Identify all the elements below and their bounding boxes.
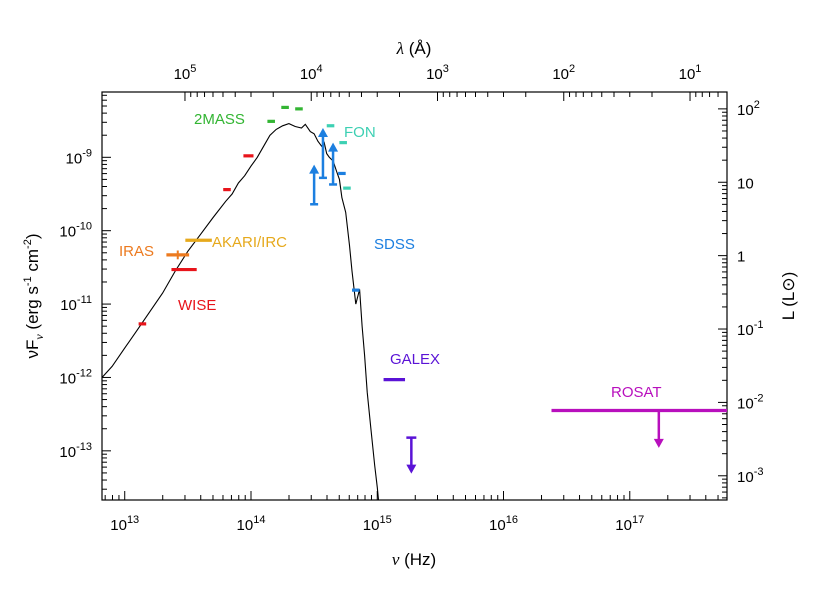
x-tick-label: 1016 xyxy=(489,514,518,534)
label-iras: IRAS xyxy=(119,243,154,260)
model-sed-curve xyxy=(101,123,380,501)
upper-limit-arrowhead xyxy=(406,464,417,474)
series-rosat xyxy=(551,408,727,448)
x-tick-label: 1015 xyxy=(363,514,392,534)
top-axis-label: λ (Å) xyxy=(396,39,432,58)
y-tick-label: 10-13 xyxy=(59,441,92,461)
x-axis-label: ν (Hz) xyxy=(392,550,436,569)
top-tick-label: 103 xyxy=(426,63,449,83)
series-galex xyxy=(383,378,417,474)
label-fon: FON xyxy=(344,124,376,141)
label-sdss: SDSS xyxy=(374,236,415,253)
top-tick-label: 105 xyxy=(174,63,197,83)
top-tick-label: 102 xyxy=(552,63,575,83)
series-iras xyxy=(166,250,190,260)
top-tick-label: 101 xyxy=(679,63,702,83)
x-tick-label: 1013 xyxy=(110,514,139,534)
x-tick-label: 1014 xyxy=(237,514,266,534)
upper-limit-arrowhead xyxy=(653,438,664,448)
series-fon xyxy=(326,124,351,190)
right-axis-label: L (L⊙) xyxy=(779,272,798,321)
series-wise xyxy=(138,154,254,326)
lower-limit-arrowhead xyxy=(317,127,328,137)
series-2mass xyxy=(267,105,303,123)
y-tick-label: 10-10 xyxy=(59,221,92,241)
right-tick-label: 10-1 xyxy=(737,319,763,339)
y-tick-label: 10-9 xyxy=(66,147,92,167)
right-tick-label: 10-2 xyxy=(737,392,763,412)
right-tick-label: 10 xyxy=(737,175,754,192)
label-rosat: ROSAT xyxy=(611,384,662,401)
label-akari-irc: AKARI/IRC xyxy=(212,234,287,251)
y-axis-label: νFν (erg s-1 cm-2) xyxy=(22,233,46,358)
plot-frame xyxy=(101,91,728,501)
x-tick-label: 1017 xyxy=(615,514,644,534)
series-sdss xyxy=(309,127,360,292)
label-2mass: 2MASS xyxy=(194,111,245,128)
survey-labels: IRAS AKARI/IRC WISE 2MASS FON SDSS GALEX ROSAT xyxy=(119,111,662,401)
lower-limit-arrowhead xyxy=(328,142,339,152)
label-galex: GALEX xyxy=(390,351,440,368)
y-tick-label: 10-11 xyxy=(60,294,92,314)
lower-limit-arrowhead xyxy=(309,164,320,174)
right-tick-label: 10-3 xyxy=(737,466,763,486)
model-curve-line xyxy=(101,123,380,501)
y-tick-label: 10-12 xyxy=(59,367,92,387)
right-tick-label: 1 xyxy=(737,249,745,266)
right-tick-label: 102 xyxy=(737,99,760,119)
photometry-points xyxy=(138,105,727,474)
label-wise: WISE xyxy=(178,297,216,314)
top-tick-label: 104 xyxy=(300,63,323,83)
